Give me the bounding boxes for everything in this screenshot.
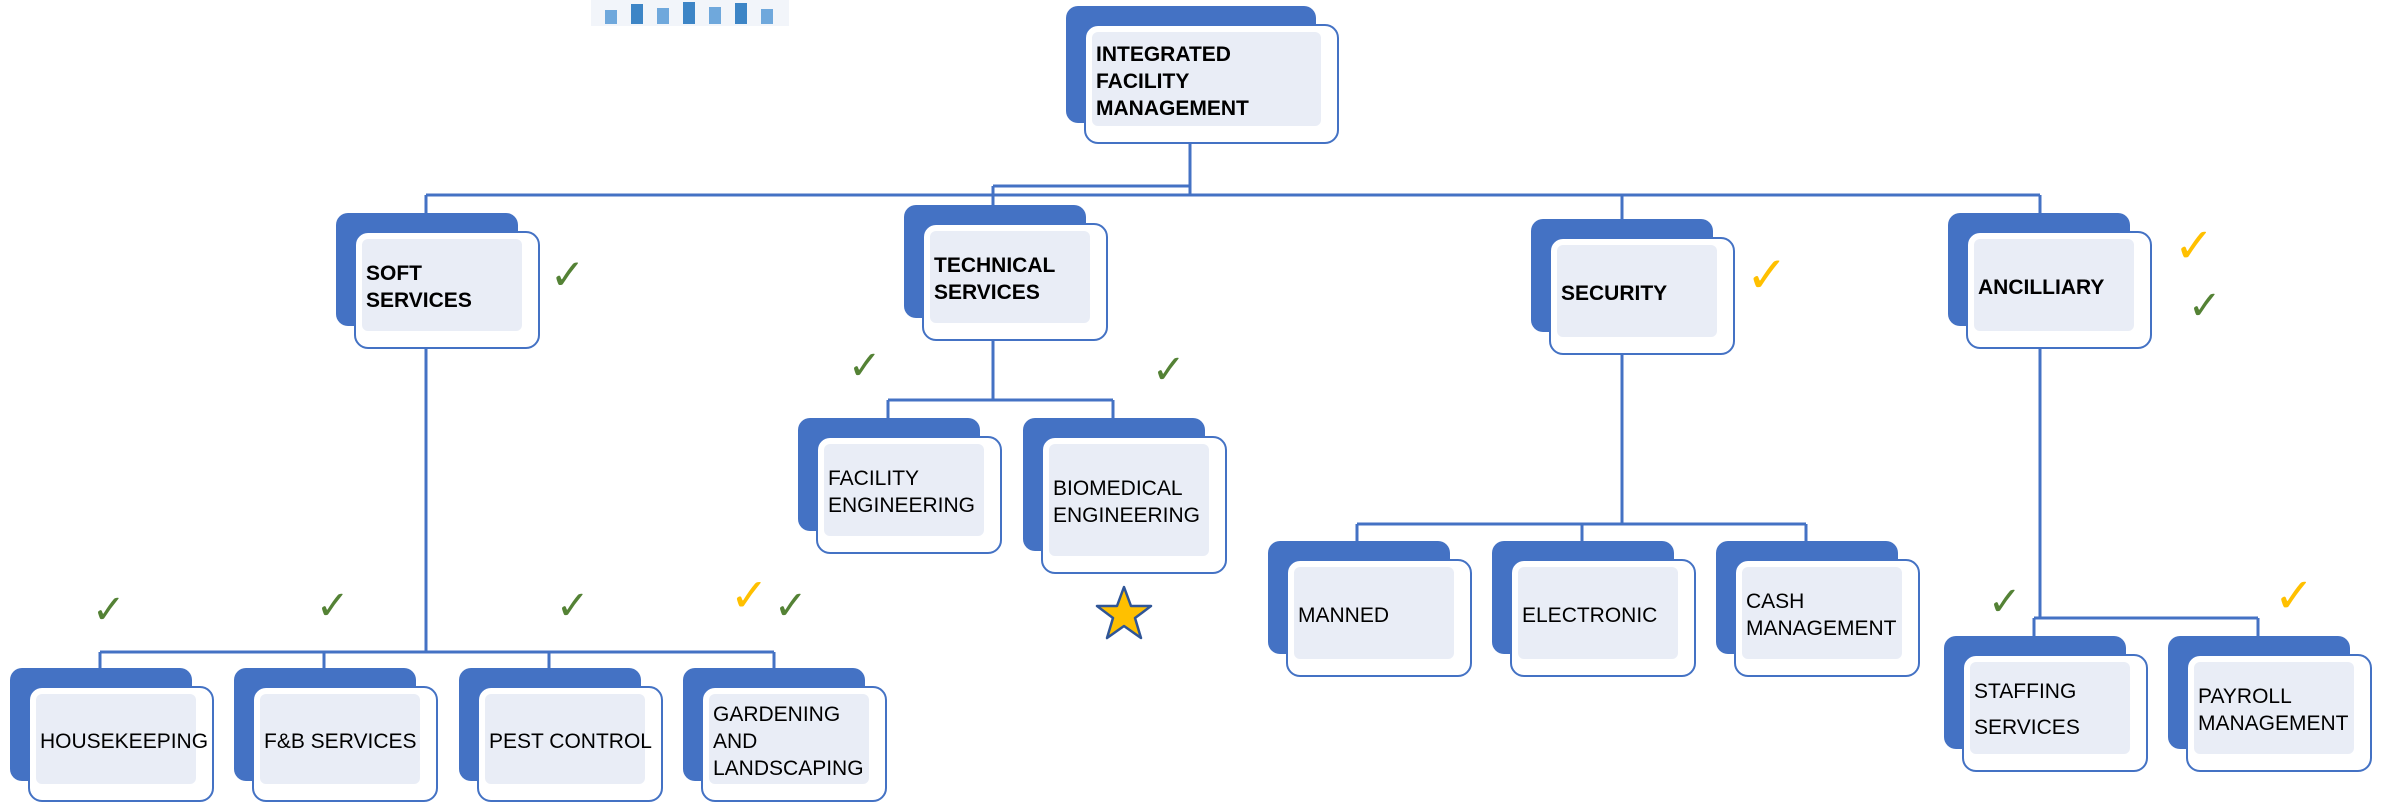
star-icon bbox=[1095, 585, 1153, 640]
checkmark-icon: ✓ bbox=[774, 583, 808, 629]
service-label-staffing-services: STAFFING SERVICES bbox=[1974, 680, 2080, 739]
category-label-security: SECURITY bbox=[1561, 281, 1668, 305]
service-label-gardening-and-landscaping: GARDENING AND LANDSCAPING bbox=[713, 702, 864, 780]
checkmark-icon: ✓ bbox=[550, 250, 586, 299]
service-node-electronic: ELECTRONIC bbox=[1492, 541, 1696, 677]
decorative-bars-image bbox=[591, 0, 789, 26]
checkmark-icon: ✓ bbox=[1152, 347, 1186, 393]
checkmark-icon: ✓ bbox=[1746, 246, 1788, 304]
service-node-pest-control: PEST CONTROL bbox=[459, 668, 663, 802]
service-node-manned: MANNED bbox=[1268, 541, 1472, 677]
service-label-payroll-management: PAYROLL MANAGEMENT bbox=[2198, 685, 2349, 735]
checkmark-icon: ✓ bbox=[316, 583, 350, 629]
service-node-biomedical-engineering: BIOMEDICAL ENGINEERING bbox=[1023, 418, 1227, 574]
service-label-housekeeping: HOUSEKEEPING bbox=[40, 729, 209, 753]
service-node-fnb-services: F&B SERVICES bbox=[234, 668, 438, 802]
checkmark-icon: ✓ bbox=[730, 568, 769, 622]
checkmark-icon: ✓ bbox=[848, 343, 882, 389]
checkmark-icon: ✓ bbox=[556, 583, 590, 629]
category-node-soft-services: SOFT SERVICES bbox=[336, 213, 540, 349]
root-node-integrated-facility-management: INTEGRATED FACILITY MANAGEMENT bbox=[1066, 6, 1339, 144]
service-node-payroll-management: PAYROLL MANAGEMENT bbox=[2168, 636, 2372, 772]
service-node-cash-management: CASH MANAGEMENT bbox=[1716, 541, 1920, 677]
service-node-gardening-and-landscaping: GARDENING AND LANDSCAPING bbox=[683, 668, 887, 802]
checkmark-icon: ✓ bbox=[92, 587, 126, 633]
checkmark-icon: ✓ bbox=[2174, 218, 2215, 274]
category-node-ancilliary: ANCILLIARY bbox=[1948, 213, 2152, 349]
checkmark-icon: ✓ bbox=[2274, 568, 2315, 624]
category-label-soft-services: SOFT SERVICES bbox=[366, 262, 472, 312]
category-label-technical-services: TECHNICAL SERVICES bbox=[934, 254, 1056, 304]
service-label-fnb-services: F&B SERVICES bbox=[264, 729, 417, 753]
service-node-housekeeping: HOUSEKEEPING bbox=[10, 668, 214, 802]
service-label-pest-control: PEST CONTROL bbox=[489, 729, 652, 753]
service-node-staffing-services: STAFFING SERVICES bbox=[1944, 636, 2148, 772]
service-label-facility-engineering: FACILITY ENGINEERING bbox=[828, 467, 976, 517]
service-label-manned: MANNED bbox=[1298, 603, 1390, 627]
service-label-biomedical-engineering: BIOMEDICAL ENGINEERING bbox=[1053, 477, 1201, 527]
connector-lines bbox=[98, 143, 2260, 686]
checkmark-icon: ✓ bbox=[1988, 579, 2022, 625]
category-node-technical-services: TECHNICAL SERVICES bbox=[904, 205, 1108, 341]
checkmark-icon: ✓ bbox=[2188, 283, 2222, 329]
service-label-electronic: ELECTRONIC bbox=[1522, 603, 1658, 627]
service-label-cash-management: CASH MANAGEMENT bbox=[1746, 590, 1897, 640]
category-node-security: SECURITY bbox=[1531, 219, 1735, 355]
category-label-ancilliary: ANCILLIARY bbox=[1978, 275, 2105, 299]
service-node-facility-engineering: FACILITY ENGINEERING bbox=[798, 418, 1002, 554]
root-node-label: INTEGRATED FACILITY MANAGEMENT bbox=[1096, 42, 1249, 120]
